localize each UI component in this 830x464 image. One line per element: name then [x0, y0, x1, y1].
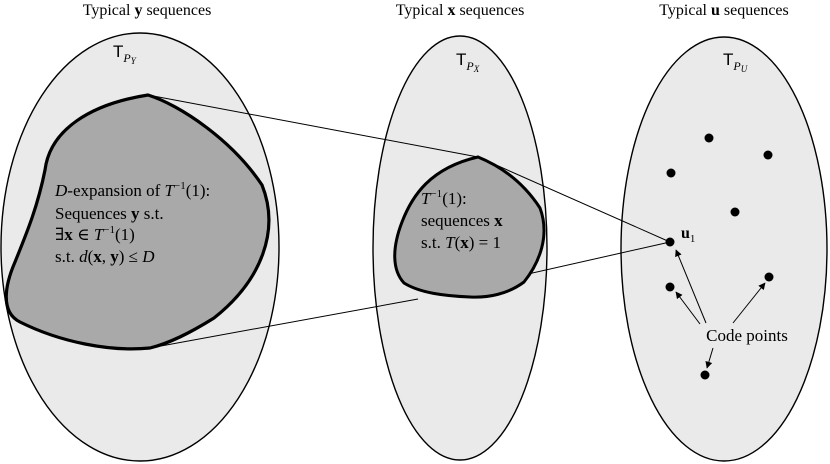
t-inverse-line2: sequences x: [421, 211, 503, 230]
typical-set-u-ellipse: [620, 36, 828, 462]
arrow-to-u1: [675, 249, 707, 324]
arrow-to-right-point: [732, 282, 766, 324]
t-inverse-line3: s.t. T(x) = 1: [421, 233, 501, 252]
mapping-line-x-top: [477, 156, 671, 243]
arrow-to-bottom-point: [705, 347, 714, 369]
d-expansion-line1: D-expansion of T−1(1):: [54, 180, 210, 200]
set-label-t-py: TPY: [113, 42, 137, 66]
heading-typical-x: Typical x sequences: [396, 2, 525, 19]
d-expansion-region: [4, 93, 271, 351]
d-expansion-line4: s.t. d(x, y) ≤ D: [55, 247, 155, 266]
code-points-label: Code points: [706, 326, 788, 345]
d-expansion-line2: Sequences y s.t.: [55, 204, 164, 223]
code-point: [730, 207, 740, 217]
d-expansion-line3: ∃x ∈ T−1(1): [55, 224, 135, 244]
u1-label: u1: [681, 225, 695, 245]
code-point: [704, 133, 714, 143]
set-label-t-px: TPX: [456, 50, 480, 74]
code-point: [700, 370, 710, 380]
set-label-t-pu: TPU: [723, 50, 748, 74]
t-inverse-region: [393, 155, 546, 299]
code-point: [665, 282, 675, 292]
code-point: [764, 272, 774, 282]
heading-typical-y: Typical y sequences: [83, 2, 212, 19]
code-point: [666, 168, 676, 178]
t-inverse-line1: T−1(1):: [421, 188, 467, 208]
heading-typical-u: Typical u sequences: [659, 2, 789, 19]
mapping-line-y-top: [147, 94, 479, 158]
mapping-line-y-bottom: [149, 298, 419, 349]
arrow-to-lower-left-point: [675, 291, 701, 325]
code-point-u1: [665, 237, 675, 247]
code-point: [763, 150, 773, 160]
